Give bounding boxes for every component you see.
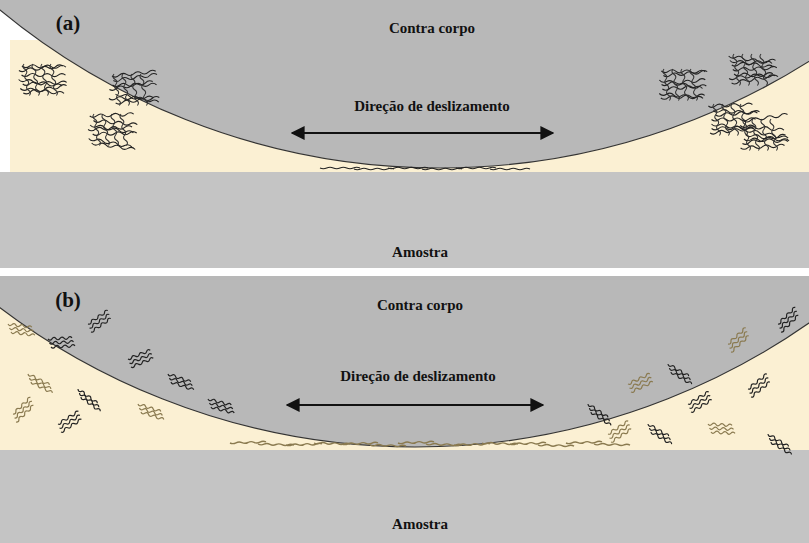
sliding-arrow — [287, 404, 543, 406]
counterbody-label: Contra corpo — [377, 297, 463, 314]
sample-block — [0, 450, 809, 543]
counterbody-label: Contra corpo — [389, 20, 475, 37]
sample-block — [0, 172, 809, 268]
counterbody — [0, 276, 809, 447]
panel-letter: (b) — [55, 289, 81, 312]
sample-label: Amostra — [392, 244, 448, 261]
panel-a — [0, 0, 809, 268]
sample-label: Amostra — [392, 516, 448, 533]
panel-b — [0, 276, 809, 543]
direction-label: Direção de deslizamento — [340, 368, 496, 385]
direction-label: Direção de deslizamento — [354, 98, 510, 115]
fiber-flakes — [8, 307, 798, 454]
panel-letter: (a) — [56, 12, 81, 35]
sliding-arrow — [292, 132, 553, 134]
counterbody — [0, 0, 809, 168]
fiber-clusters — [19, 54, 789, 170]
